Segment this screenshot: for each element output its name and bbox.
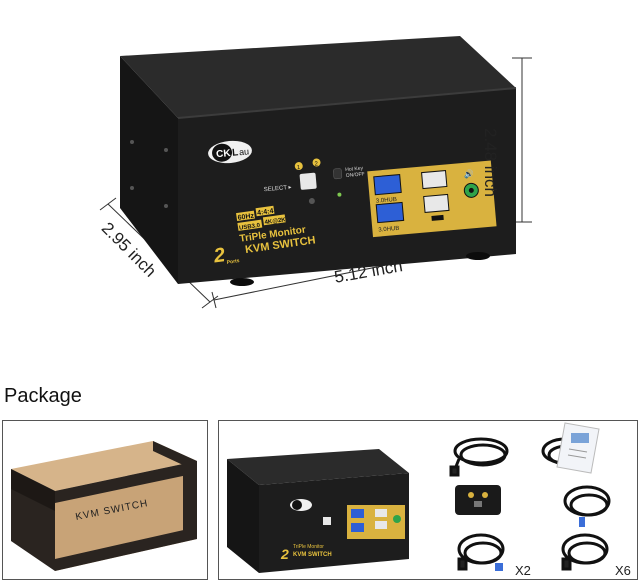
- cable-count-x6: X6: [615, 563, 631, 578]
- cable-bottom-left: [457, 533, 505, 571]
- package-box-panel: KVM SWITCH: [2, 420, 208, 580]
- user-manual: [556, 422, 600, 474]
- device-left-side: [120, 56, 178, 284]
- cardboard-box: [11, 441, 197, 571]
- svg-text:60Hz: 60Hz: [237, 213, 255, 222]
- cable-count-x2: X2: [515, 563, 531, 578]
- wired-remote: [455, 485, 501, 515]
- svg-text:4:4:4: 4:4:4: [257, 208, 274, 217]
- brand-logo: CK L au: [208, 140, 252, 164]
- cable-bottom-right: [561, 533, 609, 571]
- select-controls: 1 2 SELECT ▸ Hot Key ON/OFF: [263, 158, 365, 205]
- product-text: 60Hz 4:4:4 USB3.0 4K@2K TriPle Monitor 2…: [211, 205, 316, 268]
- kvm-switch-device: 2 KVM SWITCH TriPle Monitor: [227, 449, 409, 573]
- svg-text:ON/OFF: ON/OFF: [346, 171, 365, 179]
- svg-text:Hot Key: Hot Key: [345, 165, 364, 173]
- product-illustration: CK L au 1 2 SELECT ▸ Hot Key ON/OFF 3.0H…: [99, 36, 532, 309]
- svg-text:1: 1: [297, 165, 302, 171]
- height-dimension-label: 2.48 inch: [481, 128, 500, 197]
- device-front: [178, 88, 516, 284]
- svg-text:KVM SWITCH: KVM SWITCH: [293, 552, 332, 558]
- svg-text:TriPle Monitor: TriPle Monitor: [293, 544, 324, 550]
- usb-panel: 3.0HUB 3.0HUB 🔊: [367, 160, 497, 238]
- usb-cable: [449, 437, 509, 477]
- package-contents-panel: 2 KVM SWITCH TriPle Monitor: [218, 420, 638, 580]
- package-title: Package: [4, 385, 82, 407]
- svg-text:au: au: [239, 146, 250, 157]
- svg-text:USB3.0: USB3.0: [239, 223, 261, 232]
- device-top: [120, 36, 516, 118]
- svg-text:4K@2K: 4K@2K: [264, 217, 286, 226]
- svg-text:🔊: 🔊: [463, 168, 474, 179]
- svg-text:CK: CK: [216, 148, 232, 160]
- svg-text:2: 2: [211, 244, 226, 267]
- svg-text:L: L: [232, 147, 239, 158]
- svg-text:SELECT ▸: SELECT ▸: [263, 185, 291, 193]
- svg-text:Ports: Ports: [226, 258, 240, 266]
- display-cable-middle: [563, 485, 611, 527]
- svg-text:3.0HUB: 3.0HUB: [378, 226, 399, 234]
- svg-text:3.0HUB: 3.0HUB: [376, 197, 397, 205]
- package-contents: 2 KVM SWITCH TriPle Monitor: [227, 422, 611, 573]
- svg-text:2: 2: [280, 546, 289, 562]
- svg-text:2: 2: [314, 161, 319, 167]
